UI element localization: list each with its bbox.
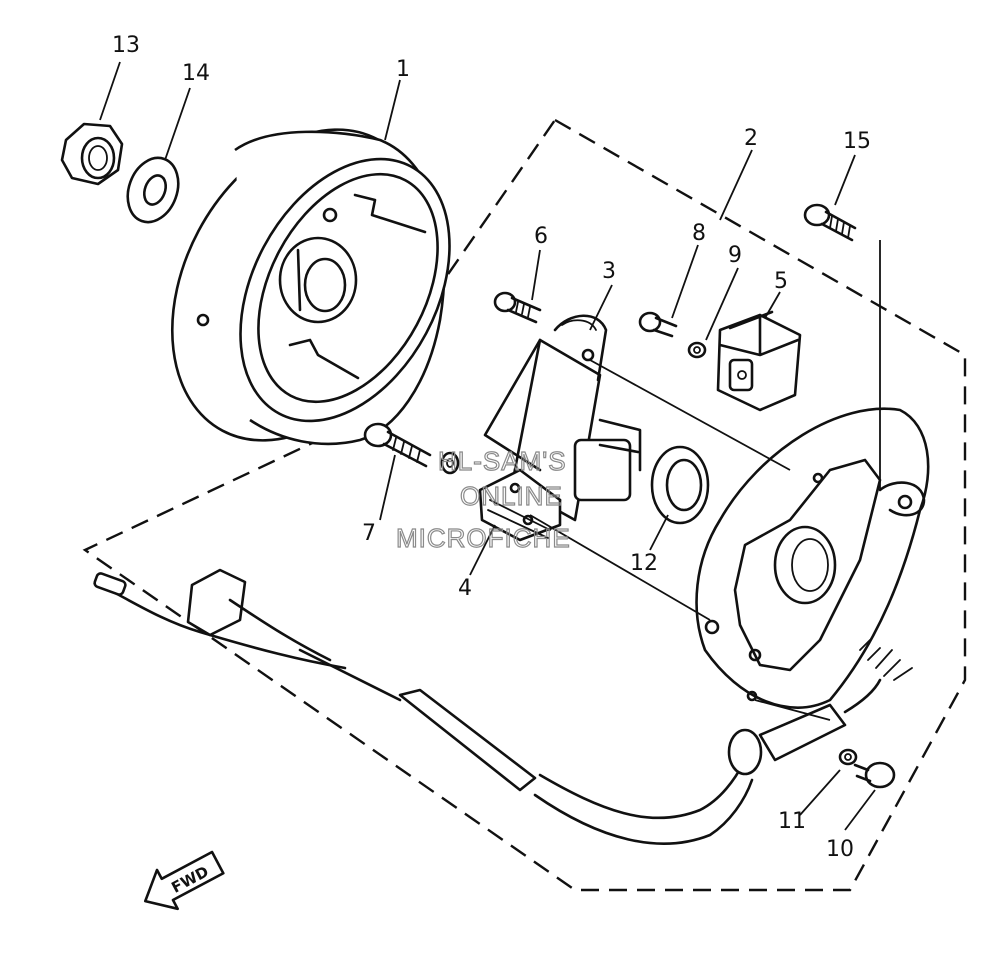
part-oil-seal-12 [650,445,710,525]
label-6: 6 [534,224,548,249]
fwd-arrow-icon: FWD [143,850,225,911]
watermark-line-3: MICROFICHE [396,523,571,553]
label-10: 10 [826,837,854,862]
watermark: HL-SAM'S ONLINE MICROFICHE [395,445,571,553]
label-13: 13 [112,33,140,58]
watermark-line-2: ONLINE [460,481,563,511]
label-8: 8 [692,221,706,246]
label-14: 14 [182,61,210,86]
label-15: 15 [843,129,871,154]
part-base-plate-2 [695,407,930,709]
part-washer-11 [838,748,858,766]
part-lockwasher-9 [687,341,707,359]
part-flywheel [170,128,451,446]
watermark-line-1: HL-SAM'S [438,446,567,476]
label-1: 1 [396,57,410,82]
part-regulator-5 [716,310,802,412]
part-screw-8 [638,311,678,338]
wire-harness [93,568,882,845]
part-coil-4 [478,468,562,542]
label-2: 2 [744,126,758,151]
part-labels: 13 14 1 2 15 6 3 8 9 5 7 4 12 11 10 [112,33,871,862]
label-5: 5 [774,269,788,294]
label-7: 7 [362,521,376,546]
part-washer [126,156,180,224]
part-nut [60,122,124,186]
label-9: 9 [728,243,742,268]
label-12: 12 [630,551,658,576]
assembly-boundary [82,118,967,892]
label-4: 4 [458,576,472,601]
part-screw-15 [803,203,857,242]
part-screw-10 [853,761,896,789]
part-coil-3 [483,314,642,532]
label-3: 3 [602,259,616,284]
label-11: 11 [778,809,806,834]
part-small-washer [440,451,460,475]
part-screw-6 [493,291,542,324]
part-screw-7 [363,422,432,468]
leader-lines [99,61,881,831]
